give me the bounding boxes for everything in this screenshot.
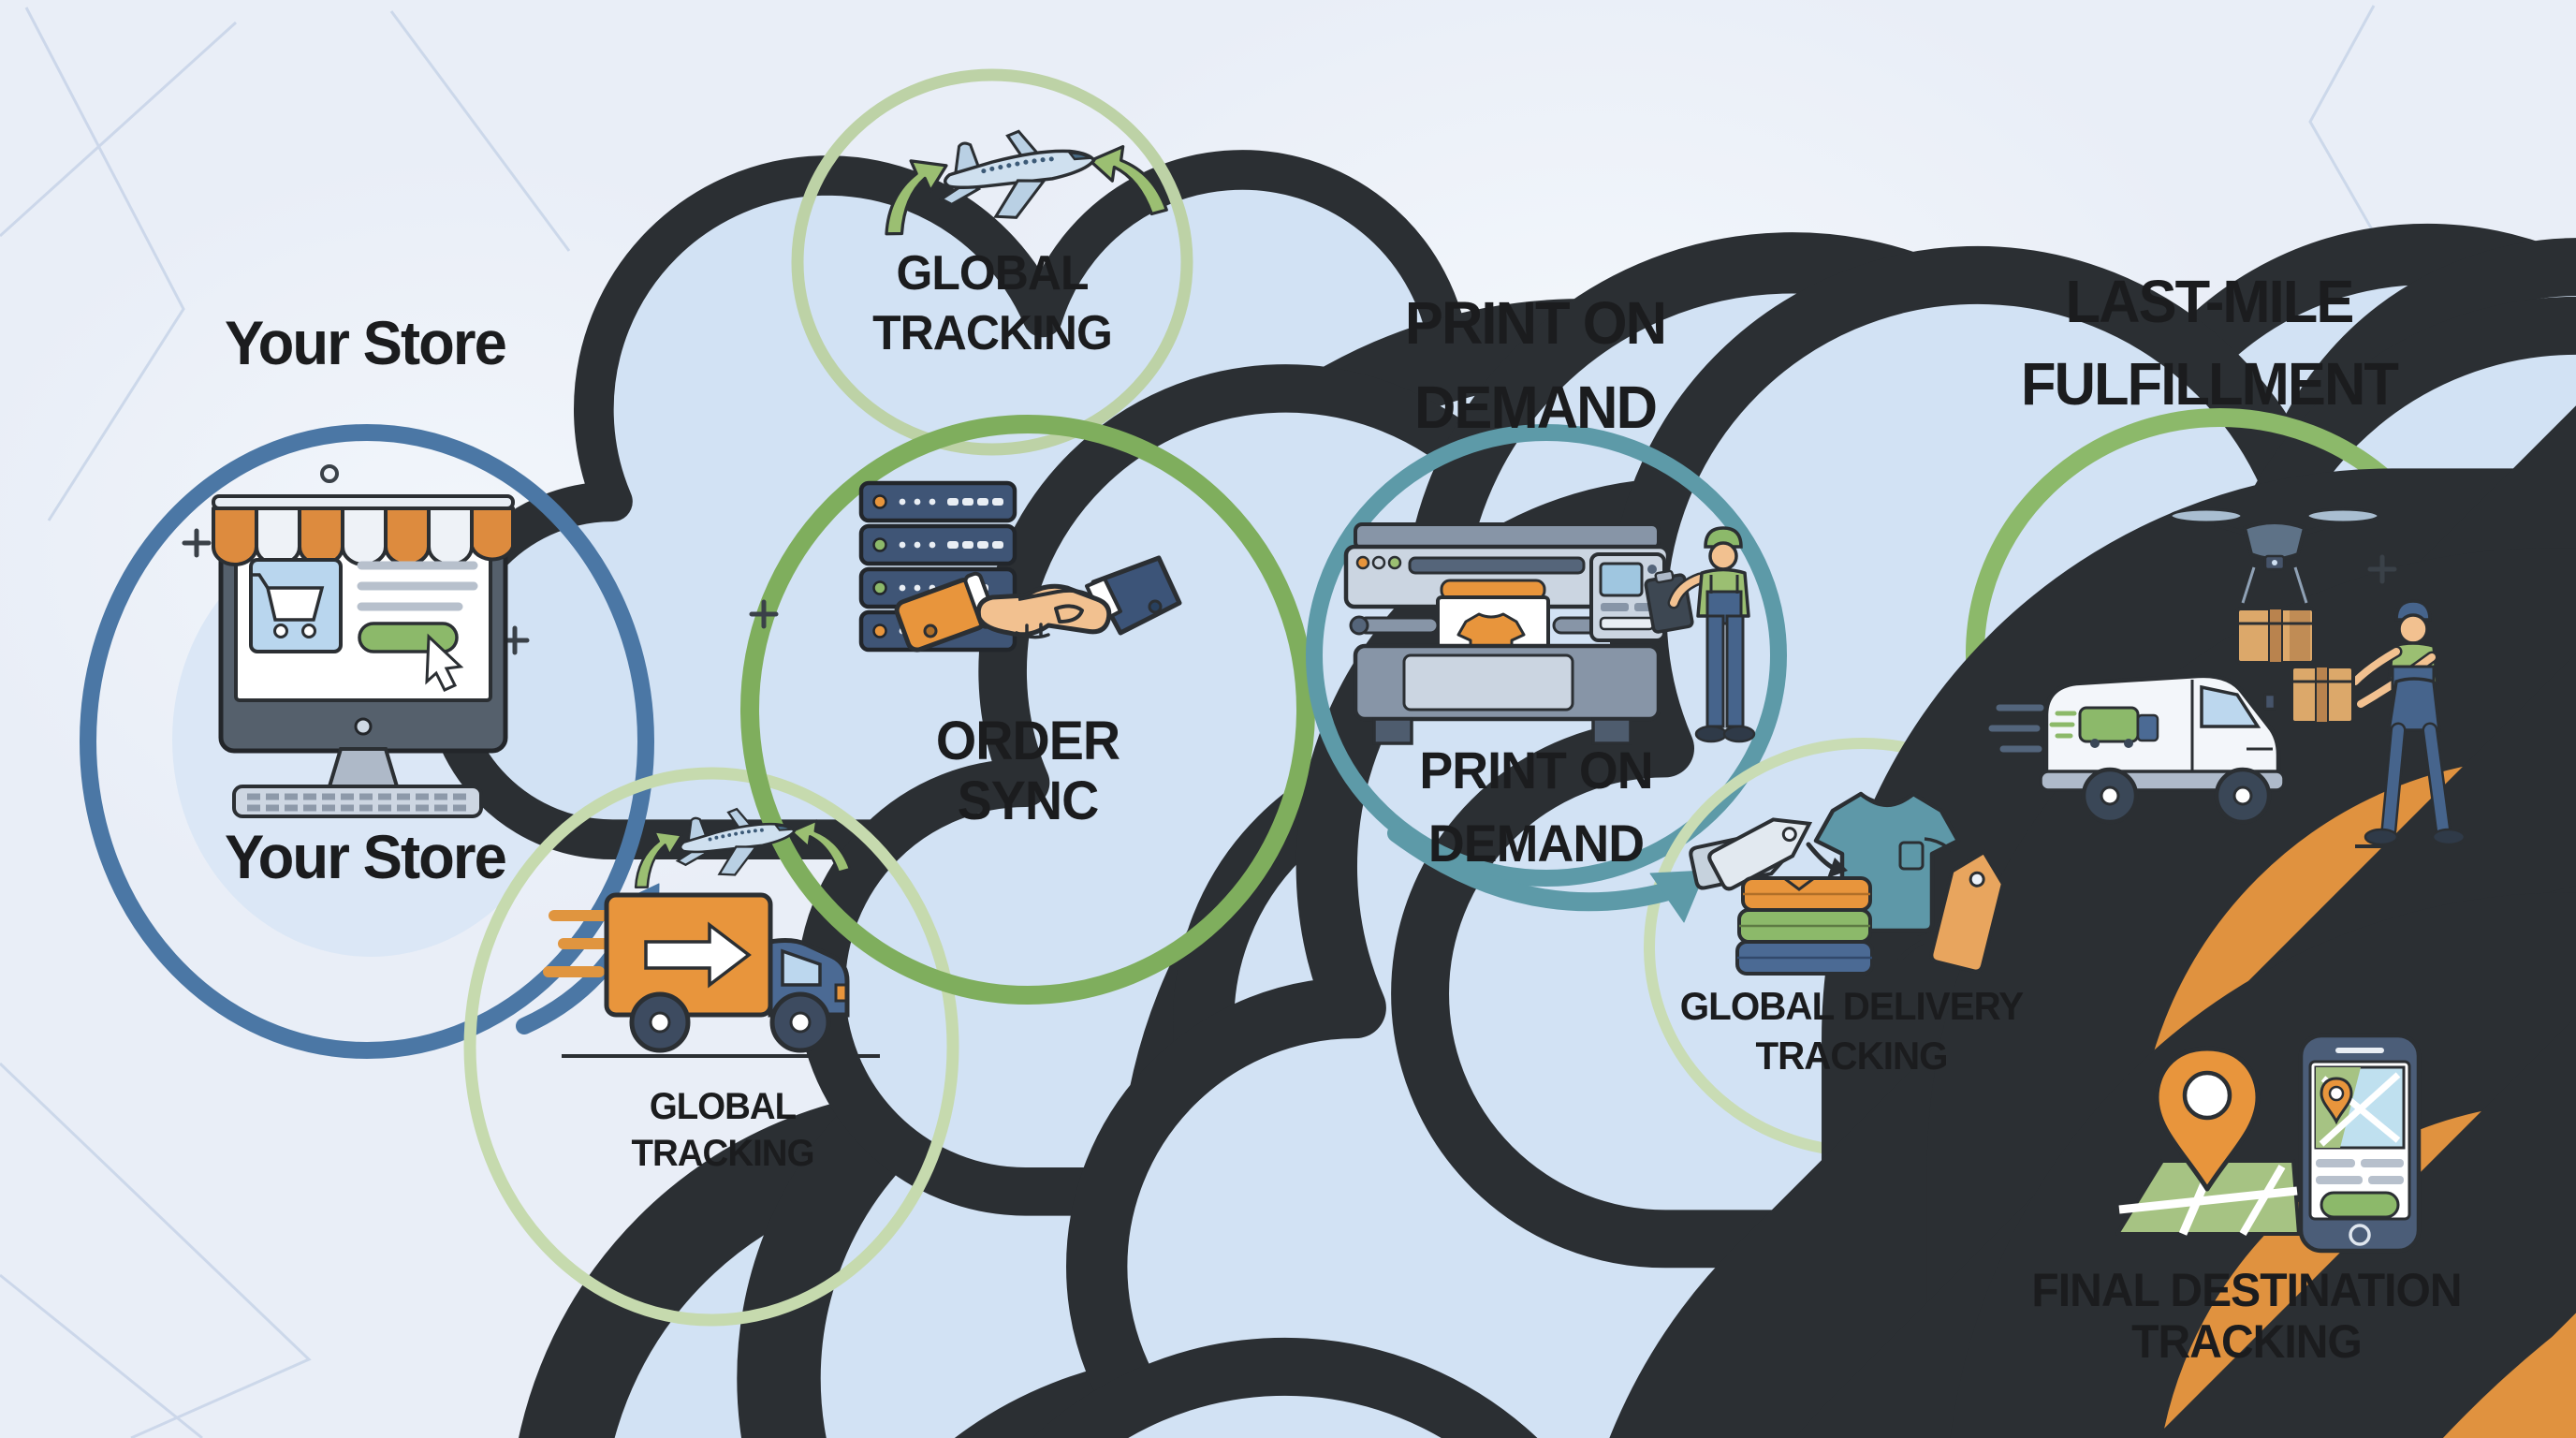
van-logo — [2049, 706, 2159, 748]
global-tracking-air-ring — [791, 68, 1193, 456]
courier-figure — [2290, 599, 2482, 848]
print-on-demand-title-line1: PRINT ON — [1404, 289, 1667, 357]
price-tag-icon-orange — [1924, 837, 2005, 974]
last-mile-title-line1: LAST-MILE — [2065, 268, 2355, 335]
your-store-ring — [80, 424, 654, 1059]
folded-clothes-icon — [1735, 876, 1874, 976]
store-awning — [212, 494, 515, 566]
phone-map-card — [2314, 1065, 2406, 1150]
storefront-monitor-icon — [212, 494, 515, 818]
order-sync-label-line1: ORDER — [935, 711, 1120, 771]
your-store-title: Your Store — [225, 308, 507, 377]
monitor-stand — [327, 747, 400, 788]
smartphone-icon — [2298, 1033, 2422, 1254]
printer-icon — [1343, 522, 1671, 745]
delivery-van-icon — [1988, 673, 2295, 829]
monitor-button — [354, 717, 373, 736]
global-tracking-ground-ring — [463, 767, 959, 1327]
global-tracking-air-label-line1: GLOBAL — [896, 246, 1090, 301]
global-tracking-ground-label-line1: GLOBAL — [649, 1086, 797, 1127]
last-mile-title-line2: FULFILLMENT — [2020, 350, 2399, 418]
plus-icons — [182, 528, 2397, 655]
global-delivery-label-line1: GLOBAL DELIVERY — [1679, 984, 2024, 1028]
phone-text-lines — [2316, 1159, 2404, 1184]
final-destination-label-line1: FINAL DESTINATION — [2031, 1264, 2462, 1316]
dot-accent — [320, 464, 339, 483]
print-on-demand-caption-line1: PRINT ON — [1419, 741, 1653, 800]
printer-worker-figure — [1644, 526, 1756, 743]
drone-icon — [2169, 507, 2380, 607]
price-tag-icons-gray — [1689, 817, 1813, 891]
global-delivery-label-line2: TRACKING — [1755, 1034, 1948, 1078]
cursor-icon — [425, 633, 464, 692]
print-on-demand-caption-line2: DEMAND — [1427, 814, 1645, 873]
map-pin-icon — [2154, 1046, 2261, 1192]
screen-text-lines — [357, 561, 478, 611]
delivery-truck-icon — [543, 892, 880, 1058]
order-sync-label-line2: SYNC — [957, 770, 1100, 831]
drone-package-box-icon — [2235, 607, 2316, 665]
phone-action-button — [2320, 1191, 2400, 1219]
phone-home-button — [2349, 1224, 2371, 1246]
global-tracking-ground-label-line2: TRACKING — [631, 1133, 815, 1174]
handshake-icon — [894, 555, 1182, 653]
global-tracking-air-label-line2: TRACKING — [872, 306, 1113, 360]
print-flow-arrow — [1387, 824, 1706, 923]
print-on-demand-ring — [1306, 424, 1787, 887]
print-on-demand-title-line2: DEMAND — [1413, 374, 1658, 441]
shopping-cart-icon — [251, 573, 325, 638]
your-store-caption: Your Store — [225, 822, 507, 891]
final-destination-label-line2: TRACKING — [2131, 1315, 2363, 1368]
keyboard — [232, 785, 483, 818]
order-sync-ring — [740, 415, 1315, 1005]
